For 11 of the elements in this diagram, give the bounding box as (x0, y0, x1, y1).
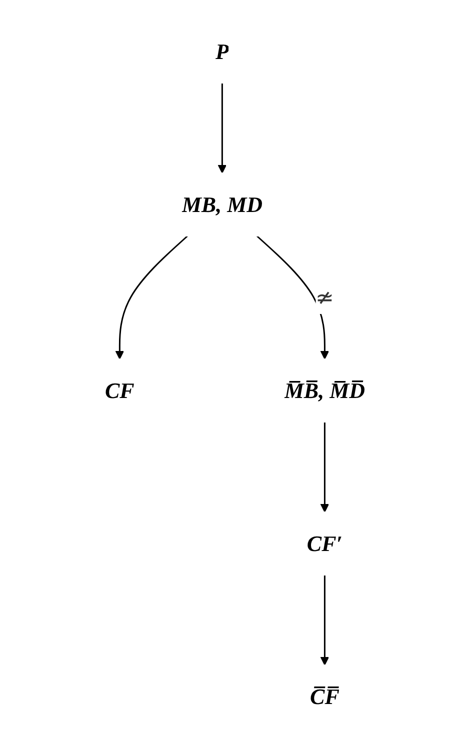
node-text: MB, MD (182, 192, 263, 217)
node-text: C̅F̅ (310, 684, 340, 709)
arrow (115, 235, 188, 360)
node-text: CF′ (306, 531, 342, 556)
node-text: P (215, 39, 229, 64)
node-text: M̅B̅, M̅D̅ (284, 378, 366, 403)
arrow (256, 235, 330, 360)
arrow (320, 575, 330, 666)
node-text: CF (104, 378, 134, 403)
arrow (320, 422, 330, 512)
arrow (218, 83, 227, 174)
